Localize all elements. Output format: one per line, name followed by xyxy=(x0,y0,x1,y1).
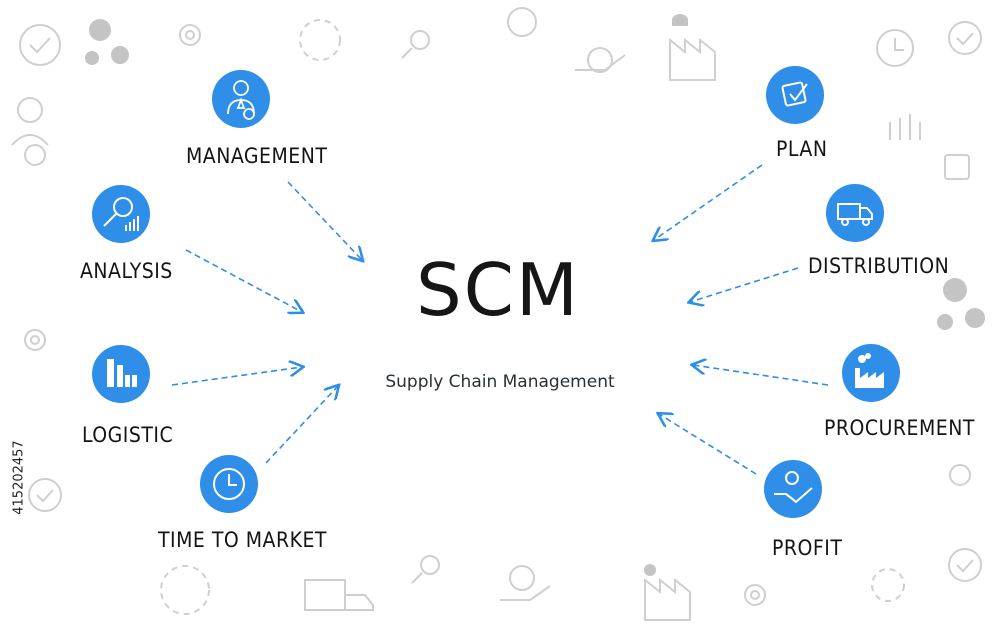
center-subtitle: Supply Chain Management xyxy=(385,372,615,392)
manager-gear-icon xyxy=(212,70,270,128)
arrow-distribution xyxy=(690,267,799,302)
watermark: 415202457 xyxy=(4,400,34,570)
node-label-profit: PROFIT xyxy=(772,536,843,560)
arrow-profit xyxy=(659,414,757,475)
center-title: SCM xyxy=(415,248,581,332)
factory-icon xyxy=(842,344,900,402)
hand-coin-icon xyxy=(764,460,822,518)
clock-icon xyxy=(200,455,258,513)
node-label-time-to-market: TIME TO MARKET xyxy=(158,528,327,552)
node-label-plan: PLAN xyxy=(776,137,828,161)
node-label-management: MANAGEMENT xyxy=(186,144,328,168)
node-label-distribution: DISTRIBUTION xyxy=(808,254,950,278)
arrow-management xyxy=(287,181,362,260)
arrow-procurement xyxy=(693,365,829,386)
arrow-time-to-market xyxy=(265,386,338,464)
node-label-procurement: PROCUREMENT xyxy=(824,416,975,440)
checkbox-icon xyxy=(766,66,824,124)
magnifier-chart-icon xyxy=(92,185,150,243)
arrow-plan xyxy=(654,164,763,240)
node-label-logistic: LOGISTIC xyxy=(82,423,174,447)
node-label-analysis: ANALYSIS xyxy=(80,259,173,283)
truck-icon xyxy=(826,184,884,242)
arrow-analysis xyxy=(185,249,302,312)
watermark-id: 415202457 xyxy=(11,440,27,515)
bar-chart-icon xyxy=(92,345,150,403)
arrow-logistic xyxy=(171,367,302,386)
